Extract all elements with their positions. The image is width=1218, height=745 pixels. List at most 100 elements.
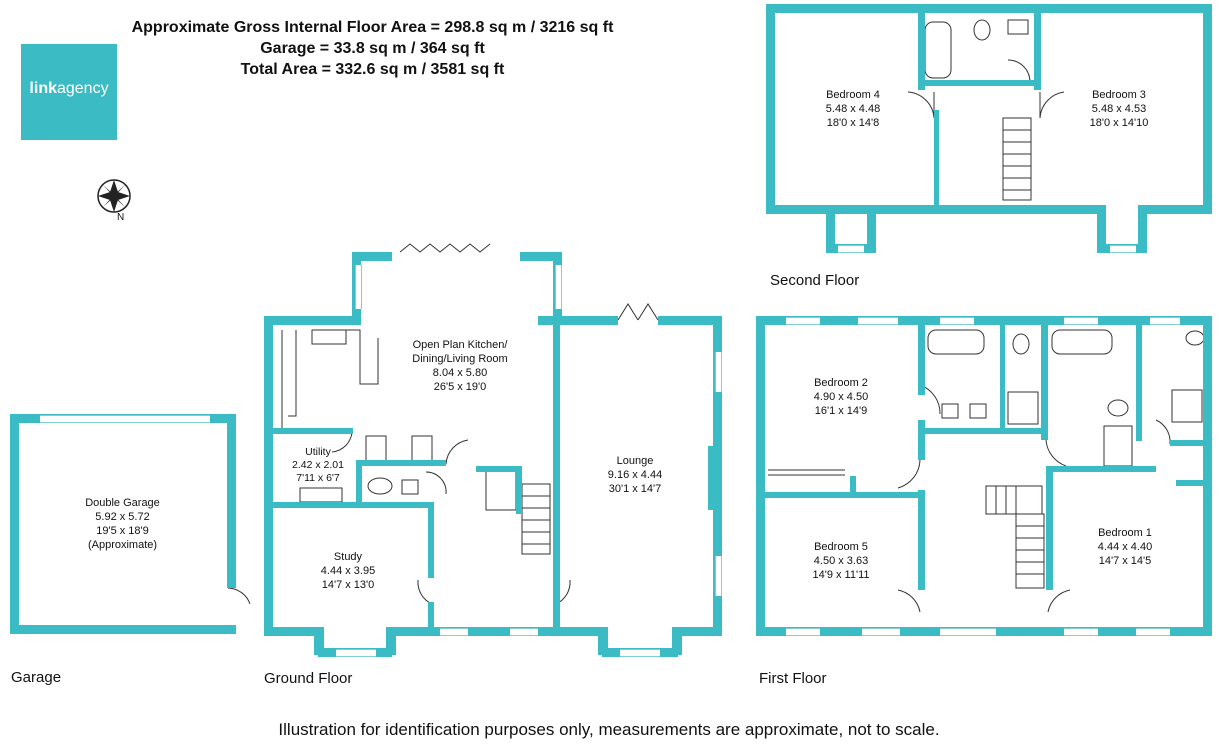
wall	[516, 466, 522, 514]
wall	[264, 627, 314, 636]
wall	[428, 602, 434, 630]
floor-title-second: Second Floor	[770, 272, 860, 289]
wall	[264, 316, 273, 636]
gross-area-heading: Approximate Gross Internal Floor Area = …	[131, 19, 614, 36]
wall	[713, 316, 722, 636]
wall	[476, 466, 521, 472]
wall	[1136, 325, 1142, 441]
floor-title-garage: Garage	[11, 669, 62, 686]
window	[510, 628, 538, 636]
wall	[918, 325, 925, 395]
wall	[918, 80, 1041, 86]
wall	[1034, 4, 1041, 90]
wall	[918, 490, 925, 590]
wall	[1203, 4, 1212, 214]
window	[355, 265, 362, 309]
window	[786, 628, 820, 636]
wall	[766, 4, 775, 214]
floor-title-ground: Ground Floor	[264, 670, 353, 687]
wall	[1000, 325, 1005, 428]
wall	[273, 428, 353, 434]
window	[862, 628, 900, 636]
wall	[918, 420, 925, 460]
wall	[756, 316, 765, 636]
wall	[1203, 316, 1212, 636]
garage-area-heading: Garage = 33.8 sq m / 364 sq ft	[260, 40, 485, 57]
wall	[314, 627, 324, 655]
window	[620, 649, 660, 657]
wall	[934, 110, 939, 205]
window	[1064, 317, 1098, 325]
disclaimer-text: Illustration for identification purposes…	[278, 720, 940, 739]
garage-door	[40, 415, 210, 423]
window	[838, 245, 864, 253]
floor-title-first: First Floor	[759, 670, 827, 687]
window	[940, 628, 996, 636]
window	[1064, 628, 1098, 636]
wall	[273, 502, 433, 508]
wall	[264, 316, 354, 325]
wall	[1046, 466, 1156, 472]
wall	[1097, 205, 1106, 253]
wall	[765, 492, 850, 498]
window	[555, 265, 562, 309]
wall	[826, 205, 835, 253]
wall	[352, 252, 392, 261]
window	[715, 352, 722, 392]
total-area-heading: Total Area = 332.6 sq m / 3581 sq ft	[240, 61, 505, 78]
wall	[10, 414, 19, 634]
wall	[356, 460, 362, 508]
wall	[850, 476, 856, 498]
wall	[756, 316, 1212, 325]
compass-icon	[97, 179, 131, 213]
wall	[538, 316, 618, 325]
wall	[925, 428, 1041, 434]
wall	[918, 4, 925, 90]
room-label-kitchen: Open Plan Kitchen/Dining/Living Room 8.0…	[412, 339, 508, 393]
wall	[227, 414, 236, 588]
wall	[1041, 325, 1048, 440]
wall	[1046, 466, 1053, 590]
wall	[1138, 205, 1147, 253]
wall	[396, 627, 606, 636]
window	[336, 649, 376, 657]
wall	[672, 627, 682, 655]
compass-north-label: N	[117, 212, 125, 223]
window	[1136, 628, 1170, 636]
wall	[428, 502, 434, 578]
window	[1150, 317, 1180, 325]
window	[786, 317, 820, 325]
wall	[1176, 480, 1203, 486]
window	[1110, 245, 1136, 253]
wall	[766, 4, 1212, 13]
wall	[356, 460, 446, 466]
wall	[520, 252, 560, 261]
wall	[1140, 205, 1212, 214]
window	[715, 556, 722, 596]
wall	[867, 205, 876, 253]
window	[940, 317, 974, 325]
window	[440, 628, 468, 636]
wall	[598, 627, 608, 655]
wall	[850, 492, 920, 498]
wall	[1170, 440, 1203, 446]
wall	[658, 316, 722, 325]
wall	[876, 205, 1106, 214]
wall	[766, 205, 876, 214]
wall	[553, 316, 560, 636]
brand-logo: linkagency	[21, 44, 117, 140]
wall	[386, 627, 396, 655]
logo-text: linkagency	[29, 80, 109, 97]
wall	[680, 627, 722, 636]
window	[858, 317, 898, 325]
wall	[708, 446, 716, 510]
